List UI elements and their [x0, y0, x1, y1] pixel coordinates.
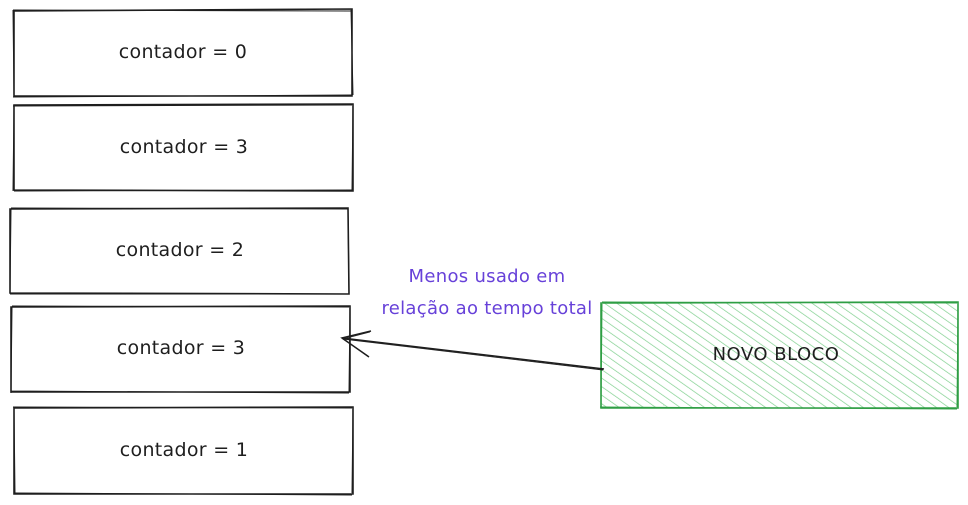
annotation-line-1: Menos usado em [408, 266, 566, 287]
new-block-label: NOVO BLOCO [712, 344, 840, 365]
cache-block-label: contador = 2 [115, 239, 245, 261]
cache-block [9, 207, 350, 295]
cache-block [12, 8, 354, 98]
annotation-line-2: relação ao tempo total [381, 298, 593, 319]
replacement-arrow [340, 330, 605, 371]
cache-block [10, 305, 351, 394]
cache-block-label: contador = 3 [119, 136, 249, 158]
cache-block [12, 406, 354, 496]
cache-block [12, 103, 354, 192]
cache-block-label: contador = 1 [119, 439, 249, 461]
cache-block-label: contador = 0 [118, 41, 248, 63]
cache-block-label: contador = 3 [116, 337, 246, 359]
new-block [599, 301, 959, 410]
